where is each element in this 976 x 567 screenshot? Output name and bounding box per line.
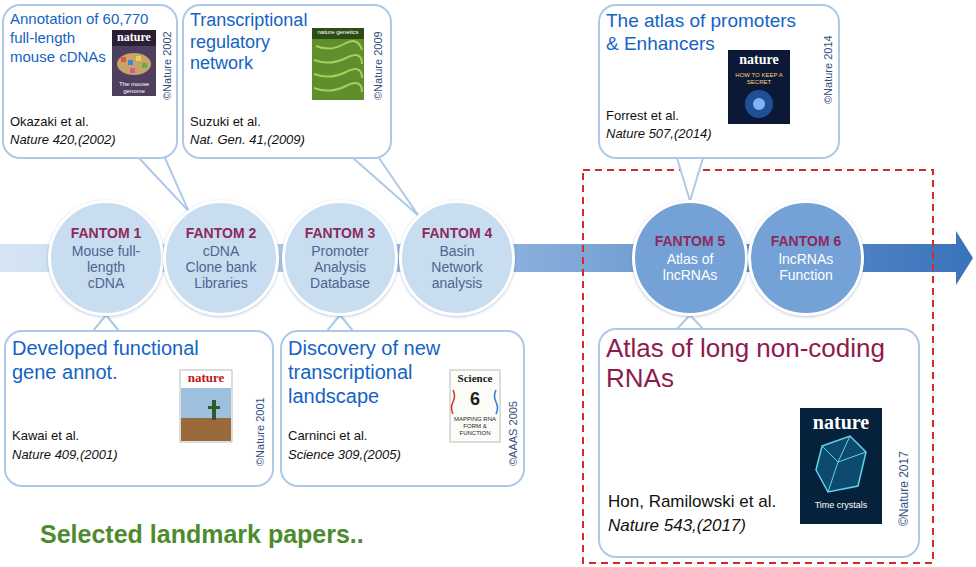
callout-box: Developed functional gene annot. Kawai et…: [4, 330, 274, 487]
phase-name: FANTOM 5: [655, 233, 726, 249]
paper-title: Developed functional gene annot.: [12, 336, 212, 384]
journal-reference: Nature 507,(2014): [606, 126, 712, 142]
paper-title: Discovery of new transcriptional landsca…: [288, 336, 446, 408]
phase-circle: FANTOM 5 Atlas of lncRNAs: [632, 200, 748, 316]
phase-topic: cDNA Clone bank Libraries: [185, 243, 258, 291]
journal-reference: Nature 420,(2002): [10, 132, 116, 148]
phase-name: FANTOM 6: [771, 233, 842, 249]
cover-text: nature genetics: [312, 29, 364, 36]
journal-reference: Nat. Gen. 41,(2009): [190, 132, 305, 148]
journal-reference: Nature 409,(2001): [12, 447, 118, 463]
copyright-note: ©Nature 2001: [254, 397, 267, 466]
author-line: Carninci et al.: [288, 428, 367, 444]
phase-circle: FANTOM 6 lncRNAs Function: [748, 200, 864, 316]
phase-name: FANTOM 2: [186, 225, 257, 241]
cover-illustration: [112, 30, 156, 96]
callout-pointer: [677, 158, 703, 201]
cover-text: The mouse genome: [112, 81, 156, 95]
callout-pointer: [677, 315, 703, 329]
phase-name: FANTOM 3: [305, 225, 376, 241]
author-line: Suzuki et al.: [190, 114, 261, 130]
callout-pointer: [93, 315, 119, 331]
callout-box: Discovery of new transcriptional landsca…: [280, 330, 525, 487]
cover-text: Time crystals: [802, 500, 880, 510]
caption: Selected landmark papers..: [40, 520, 364, 549]
copyright-note: ©Nature 2014: [822, 35, 835, 104]
paper-title: The atlas of promoters & Enhancers: [606, 10, 806, 56]
cover-text: nature: [112, 31, 156, 45]
author-line: Forrest et al.: [606, 108, 679, 124]
journal-reference: Science 309,(2005): [288, 447, 401, 463]
cover-illustration: [800, 408, 882, 524]
cover-illustration: [180, 370, 232, 442]
cover-text: MAPPING RNA FORM & FUNCTION: [452, 416, 498, 437]
copyright-note: ©Nature 2017: [897, 451, 911, 526]
cover-illustration: [450, 370, 500, 442]
phase-circle: FANTOM 2 cDNA Clone bank Libraries: [163, 200, 279, 316]
phase-topic: Mouse full-length cDNA: [70, 243, 143, 291]
cover-illustration: [312, 28, 364, 100]
phase-topic: Promoter Analysis Database: [304, 243, 377, 291]
phase-topic: lncRNAs Function: [770, 251, 843, 283]
cover-text: Science: [450, 372, 500, 385]
phase-topic: Basin Network analysis: [421, 243, 494, 291]
cover-text: HOW TO KEEP A SECRET: [730, 72, 788, 86]
copyright-note: ©AAAS 2005: [507, 401, 520, 466]
cover-text: nature: [728, 52, 790, 68]
callout-pointer: [327, 315, 353, 331]
author-line: Okazaki et al.: [10, 114, 89, 130]
paper-title: Atlas of long non-coding RNAs: [606, 334, 911, 394]
callout-box: Transcriptional regulatory networkSuzuki…: [182, 4, 392, 159]
phase-topic: Atlas of lncRNAs: [654, 251, 727, 283]
copyright-note: ©Nature 2009: [372, 31, 385, 100]
copyright-note: ©Nature 2002: [161, 31, 174, 100]
phase-circle: FANTOM 1 Mouse full-length cDNA: [48, 200, 164, 316]
author-line: Kawai et al.: [12, 428, 79, 444]
callout-box: The atlas of promoters & EnhancersForres…: [598, 4, 840, 159]
highlight-frame: [583, 170, 933, 563]
callout-box: Annotation of 60,770 full-length mouse c…: [2, 4, 178, 159]
paper-title: Transcriptional regulatory network: [190, 10, 312, 75]
phase-name: FANTOM 4: [422, 225, 493, 241]
callout-box: Atlas of long non-coding RNAsHon, Ramilo…: [598, 328, 920, 558]
phase-name: FANTOM 1: [71, 225, 142, 241]
cover-text: 6: [450, 389, 500, 410]
callout-pointer: [139, 158, 189, 211]
author-line: Hon, Ramilowski et al.: [608, 492, 776, 512]
journal-reference: Nature 543,(2017): [608, 516, 746, 536]
phase-circle: FANTOM 4 Basin Network analysis: [399, 200, 515, 316]
phase-circle: FANTOM 3 Promoter Analysis Database: [282, 200, 398, 316]
cover-text: nature: [800, 411, 882, 434]
cover-illustration: [728, 50, 790, 124]
cover-text: nature: [180, 371, 232, 386]
